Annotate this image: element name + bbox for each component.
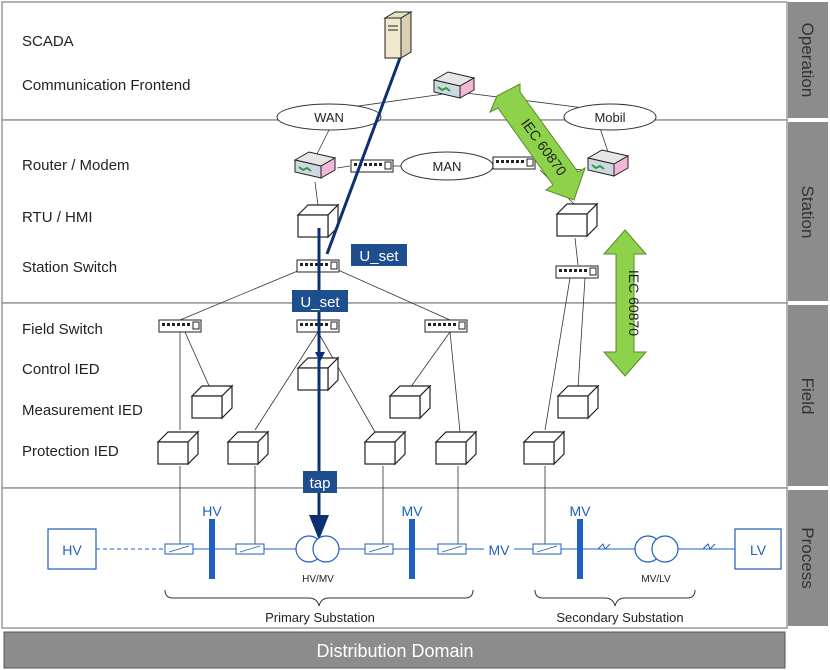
row-label-station-switch: Station Switch	[22, 259, 117, 276]
layer-tabs: Operation Station Field Process	[788, 2, 828, 626]
fuse-right-icon	[702, 543, 716, 550]
control-arrowhead-icon	[315, 352, 325, 362]
measurement-ied-left-icon[interactable]	[191, 385, 233, 419]
tag-tap: tap	[303, 471, 337, 493]
layer-label-station: Station	[798, 186, 817, 239]
lv-grid-label: LV	[750, 542, 767, 558]
busbar-hv-label: HV	[202, 503, 222, 519]
protection-ied-3-icon[interactable]	[364, 431, 406, 465]
protection-ied-2-icon[interactable]	[227, 431, 269, 465]
layer-label-field: Field	[798, 378, 817, 415]
primary-substation-brace	[164, 589, 474, 607]
fuse-left-icon	[597, 543, 611, 550]
distribution-domain-bar	[3, 631, 786, 669]
measurement-ied-right-icon[interactable]	[389, 385, 431, 419]
transformer-primary-label: HV/MV	[302, 574, 334, 585]
row-label-scada: SCADA	[22, 33, 74, 50]
svg-text:U_set: U_set	[300, 294, 340, 311]
row-label-router-modem: Router / Modem	[22, 157, 130, 174]
tag-u-set-field: U_set	[292, 290, 348, 312]
row-label-control-ied: Control IED	[22, 361, 100, 378]
mobil-label: Mobil	[594, 110, 625, 125]
transformer-secondary-icon	[634, 535, 679, 563]
field-switch-left-icon[interactable]	[158, 319, 202, 333]
mobil-cloud: Mobil	[563, 103, 657, 131]
tag-u-set-station: U_set	[351, 244, 407, 266]
man-label: MAN	[433, 159, 462, 174]
row-label-measurement-ied: Measurement IED	[22, 402, 143, 419]
process-single-line: HV HV MV MV MV HV/MV	[47, 503, 782, 625]
wan-cloud: WAN	[276, 103, 382, 131]
primary-substation-label: Primary Substation	[265, 610, 375, 625]
iec-60870-arrow-lower: IEC 60870	[602, 229, 648, 377]
signal-path-scada	[325, 57, 402, 255]
tap-arrowhead-icon	[309, 515, 329, 540]
wan-label: WAN	[314, 110, 344, 125]
busbar-mv-primary-label: MV	[402, 503, 424, 519]
protection-ied-1-icon[interactable]	[157, 431, 199, 465]
transformer-secondary-label: MV/LV	[641, 574, 671, 585]
protection-ied-secondary-icon[interactable]	[523, 431, 565, 465]
busbar-mv-secondary-label: MV	[570, 503, 592, 519]
row-label-field-switch: Field Switch	[22, 321, 103, 338]
mv-line-label: MV	[489, 542, 511, 558]
layer-label-operation: Operation	[798, 23, 817, 98]
row-label-rtu-hmi: RTU / HMI	[22, 209, 93, 226]
layer-frame	[1, 1, 788, 629]
iec-60870-lower-label: IEC 60870	[626, 270, 642, 336]
scada-server-icon[interactable]	[383, 11, 413, 59]
rtu-secondary-icon[interactable]	[556, 203, 598, 237]
distribution-domain-label: Distribution Domain	[316, 641, 473, 661]
measurement-ied-secondary-icon[interactable]	[557, 385, 599, 419]
man-cloud: MAN	[400, 151, 494, 181]
hv-grid-label: HV	[62, 542, 82, 558]
lv-grid-box	[734, 528, 782, 570]
secondary-substation-brace	[534, 589, 696, 607]
row-label-protection-ied: Protection IED	[22, 443, 119, 460]
svg-text:U_set: U_set	[359, 248, 399, 265]
transformer-primary-icon	[295, 535, 340, 563]
protection-ied-4-icon[interactable]	[435, 431, 477, 465]
row-label-comm-frontend: Communication Frontend	[22, 77, 190, 94]
svg-text:tap: tap	[310, 475, 331, 492]
layer-label-process: Process	[798, 527, 817, 588]
station-switch-secondary-icon[interactable]	[555, 265, 599, 279]
secondary-substation-label: Secondary Substation	[556, 610, 683, 625]
field-switch-right-icon[interactable]	[424, 319, 468, 333]
man-switch-right-icon[interactable]	[492, 156, 536, 170]
